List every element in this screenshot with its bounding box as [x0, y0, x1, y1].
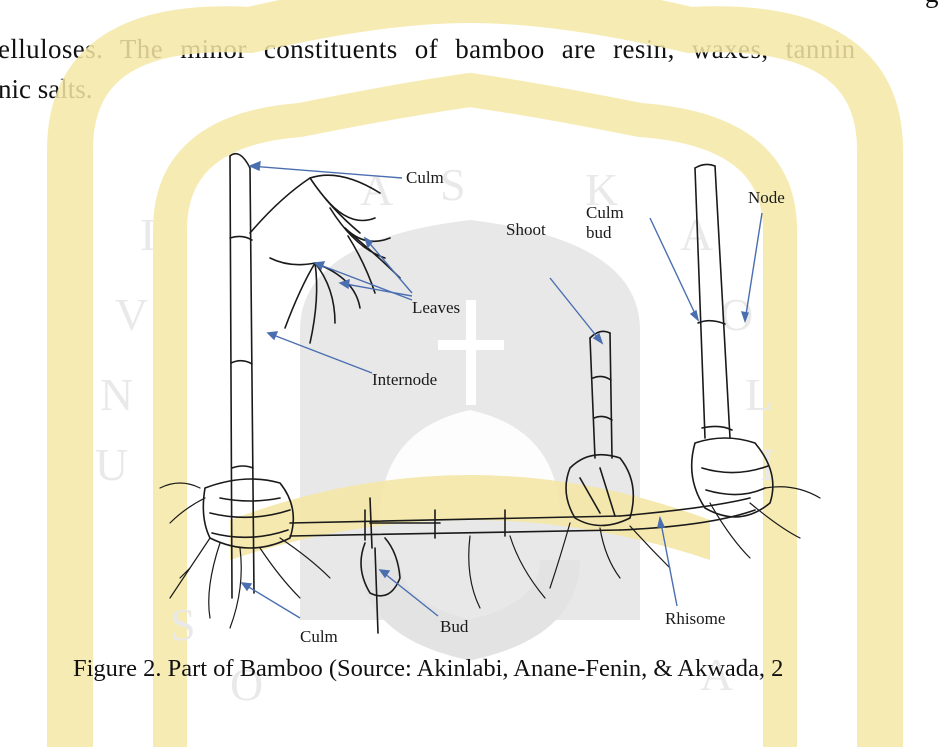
- bamboo-diagram: Culm Culm bud Node Shoot Leaves Internod…: [150, 138, 830, 653]
- label-culm-bud-line2: bud: [586, 223, 612, 242]
- label-leaves: Leaves: [412, 298, 460, 317]
- label-shoot: Shoot: [506, 220, 546, 239]
- arrow-culm-bud: [650, 218, 698, 320]
- left-culm-drawing: [203, 154, 293, 598]
- arrow-node: [745, 213, 762, 321]
- label-culm-bud-line1: Culm: [586, 203, 624, 222]
- label-rhisome: Rhisome: [665, 609, 725, 628]
- svg-text:U: U: [95, 439, 128, 490]
- label-bud: Bud: [440, 617, 469, 636]
- arrow-culm-top: [250, 166, 402, 178]
- label-arrows: [242, 162, 762, 618]
- arrow-shoot: [550, 278, 602, 343]
- roots-drawing: [160, 483, 820, 628]
- leaves-drawing: [250, 175, 400, 343]
- shoot-drawing: [566, 331, 633, 525]
- label-culm-top: Culm: [406, 168, 444, 187]
- label-internode: Internode: [372, 370, 437, 389]
- label-node: Node: [748, 188, 785, 207]
- arrow-rhisome: [660, 518, 677, 606]
- arrow-leaves-2: [340, 283, 412, 296]
- rhizome-drawing: [290, 498, 755, 540]
- svg-text:V: V: [115, 289, 148, 340]
- bud-drawing: [361, 498, 400, 633]
- svg-text:N: N: [100, 369, 133, 420]
- arrow-internode: [268, 333, 372, 373]
- figure-caption: Figure 2. Part of Bamboo (Source: Akinla…: [73, 655, 783, 683]
- arrow-leaves-3: [315, 263, 412, 300]
- label-culm-bottom: Culm: [300, 627, 338, 646]
